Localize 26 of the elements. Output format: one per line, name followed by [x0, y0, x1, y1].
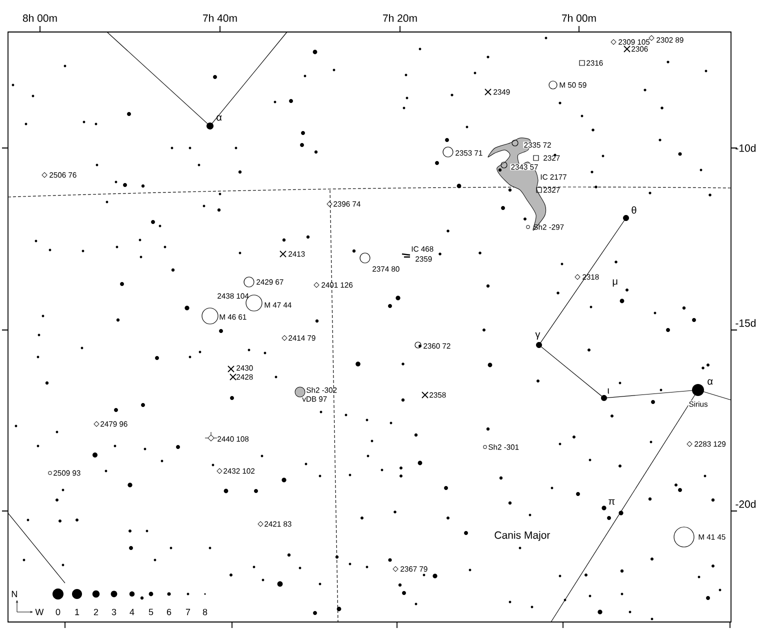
legend-label: 4 [130, 608, 134, 616]
legend-label: 7 [186, 608, 190, 616]
star-letter: μ [612, 279, 618, 287]
legend-label: 1 [75, 608, 80, 616]
legend-label: 3 [112, 608, 116, 616]
star-letter: α [708, 379, 713, 385]
axis-label: 7h 40m [203, 14, 237, 22]
legend-label: 6 [166, 608, 172, 616]
star-letter: π [608, 499, 615, 505]
legend-label: 5 [148, 608, 154, 616]
axis-label: 7h 20m [383, 14, 417, 22]
compass-letter: N [12, 590, 17, 598]
star-letter: α [216, 115, 222, 121]
axis-label: 7h 00m [562, 14, 596, 22]
axis-label: -10d [736, 144, 756, 152]
axis-label: -15d [736, 319, 756, 327]
star-letter: γ [535, 332, 540, 340]
axis-label: -20d [736, 500, 756, 508]
legend-label: 8 [202, 608, 208, 616]
legend-label: 2 [94, 608, 98, 616]
star-letter: θ [632, 206, 636, 214]
constellation-name: Canis Major [494, 531, 550, 541]
compass-letter: W [35, 608, 44, 616]
axis-label: 8h 00m [22, 14, 57, 22]
legend-label: 0 [56, 608, 60, 616]
star-letter: ι [608, 388, 610, 394]
